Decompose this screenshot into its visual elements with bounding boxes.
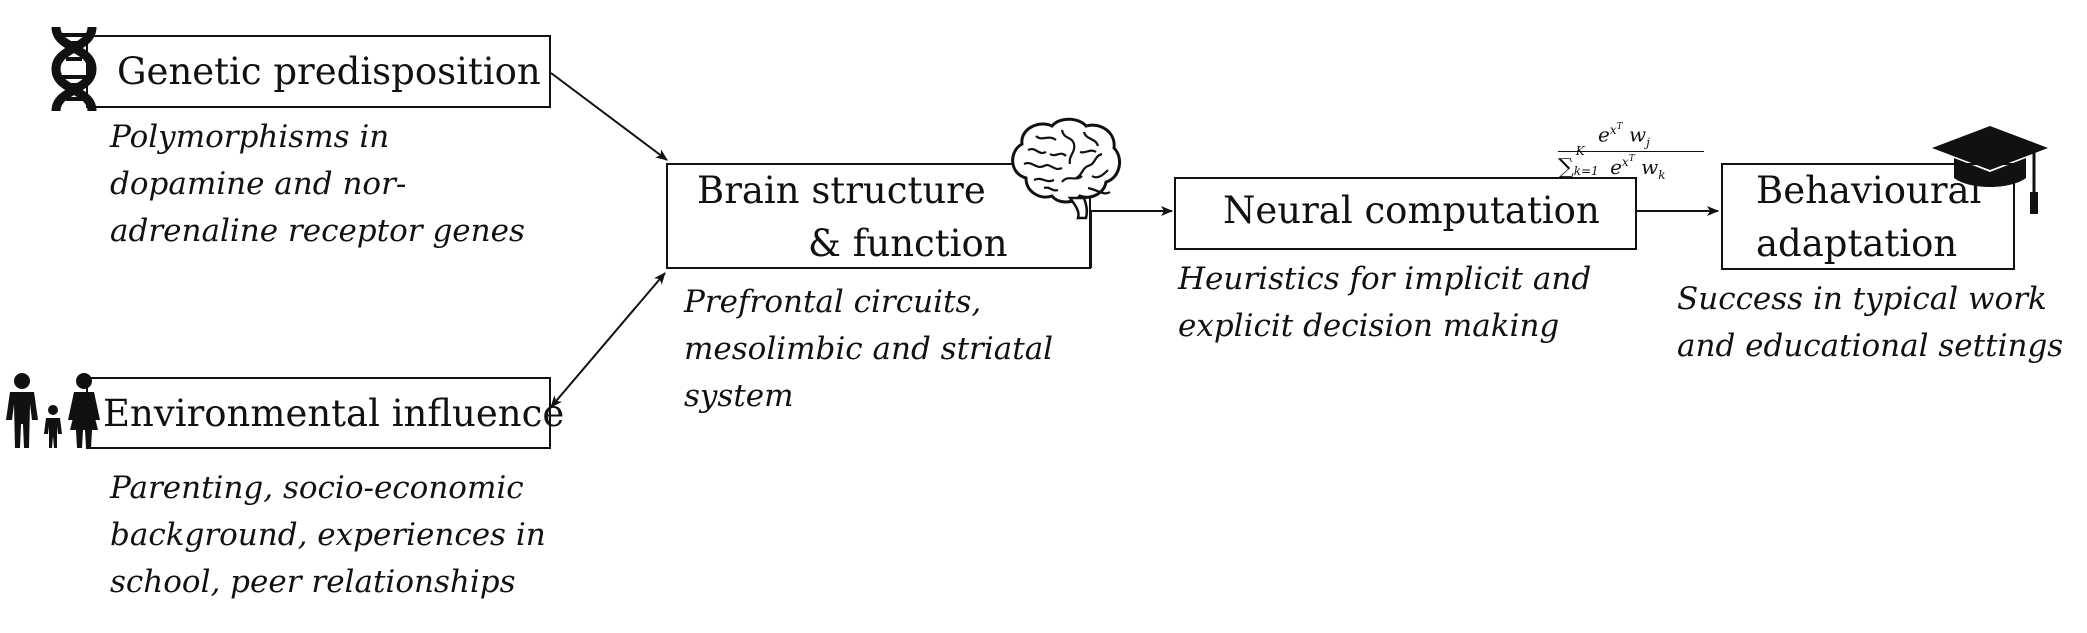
edge-brain-to-neural-line <box>1090 206 1173 268</box>
environmental-box <box>86 377 551 449</box>
genetic-box <box>86 35 551 108</box>
behavioural-description: Success in typical work and educational … <box>1677 276 2063 370</box>
brain-description-line: Prefrontal circuits, <box>684 284 982 320</box>
formula-den-w: w <box>1641 155 1659 179</box>
environmental-description-line: Parenting, socio-economic <box>110 470 524 506</box>
genetic-description-line: Polymorphisms in <box>110 119 390 155</box>
brain-box <box>666 163 1091 269</box>
formula-sum: ∑ <box>1558 155 1574 180</box>
formula-num-sub: j <box>1646 135 1650 150</box>
formula-den-base: e <box>1610 155 1622 179</box>
formula-fraction-bar <box>1558 151 1704 152</box>
formula-den-sub: k <box>1658 168 1666 182</box>
formula-num-w: w <box>1629 122 1647 147</box>
formula-num-base: e <box>1598 122 1610 147</box>
edge-environmental-brain <box>550 272 666 408</box>
neural-description-line: Heuristics for implicit and <box>1178 261 1592 297</box>
neural-description: Heuristics for implicit and explicit dec… <box>1178 256 1591 350</box>
neural-box <box>1174 177 1637 250</box>
behavioural-description-line: Success in typical work <box>1677 281 2047 317</box>
edge-neural-to-behavioural-line <box>1635 206 1719 250</box>
formula-num-exp-sup: T <box>1616 122 1623 132</box>
brain-description-line: system <box>684 378 794 414</box>
brain-label-line1: Brain structure <box>697 169 986 212</box>
dna-icon <box>51 26 97 112</box>
environmental-description: Parenting, socio-economic background, ex… <box>110 465 546 606</box>
formula-sum-upper: K <box>1575 144 1585 158</box>
genetic-label: Genetic predisposition <box>117 50 541 93</box>
edge-genetic-to-brain <box>550 72 668 161</box>
formula-den-exp-sup: T <box>1628 154 1635 165</box>
behavioural-label-line1: Behavioural <box>1756 169 1982 212</box>
neural-description-line: explicit decision making <box>1178 308 1560 344</box>
graduation-cap-icon <box>1932 126 2048 214</box>
genetic-description-line: dopamine and nor- <box>110 166 407 202</box>
environmental-description-line: school, peer relationships <box>110 564 516 600</box>
environmental-label: Environmental influence <box>103 392 565 435</box>
environmental-description-line: background, experiences in <box>110 517 546 553</box>
brain-label-line2: & function <box>808 222 1008 265</box>
formula-num-exp: x <box>1609 123 1617 137</box>
brain-description-line: mesolimbic and striatal <box>684 331 1054 367</box>
brain-description: Prefrontal circuits, mesolimbic and stri… <box>684 279 1053 420</box>
family-icon <box>6 373 100 448</box>
formula-den-exp: x <box>1621 155 1629 170</box>
formula-numerator: exT wj <box>1598 122 1650 150</box>
neural-label: Neural computation <box>1223 189 1600 232</box>
formula-sum-lower: k=1 <box>1573 164 1599 178</box>
behavioural-description-line: and educational settings <box>1677 328 2064 364</box>
brain-icon <box>1011 117 1122 220</box>
behavioural-label-line2: adaptation <box>1756 222 1958 265</box>
genetic-description-line: adrenaline receptor genes <box>110 213 525 249</box>
genetic-description: Polymorphisms in dopamine and nor- adren… <box>110 114 525 255</box>
